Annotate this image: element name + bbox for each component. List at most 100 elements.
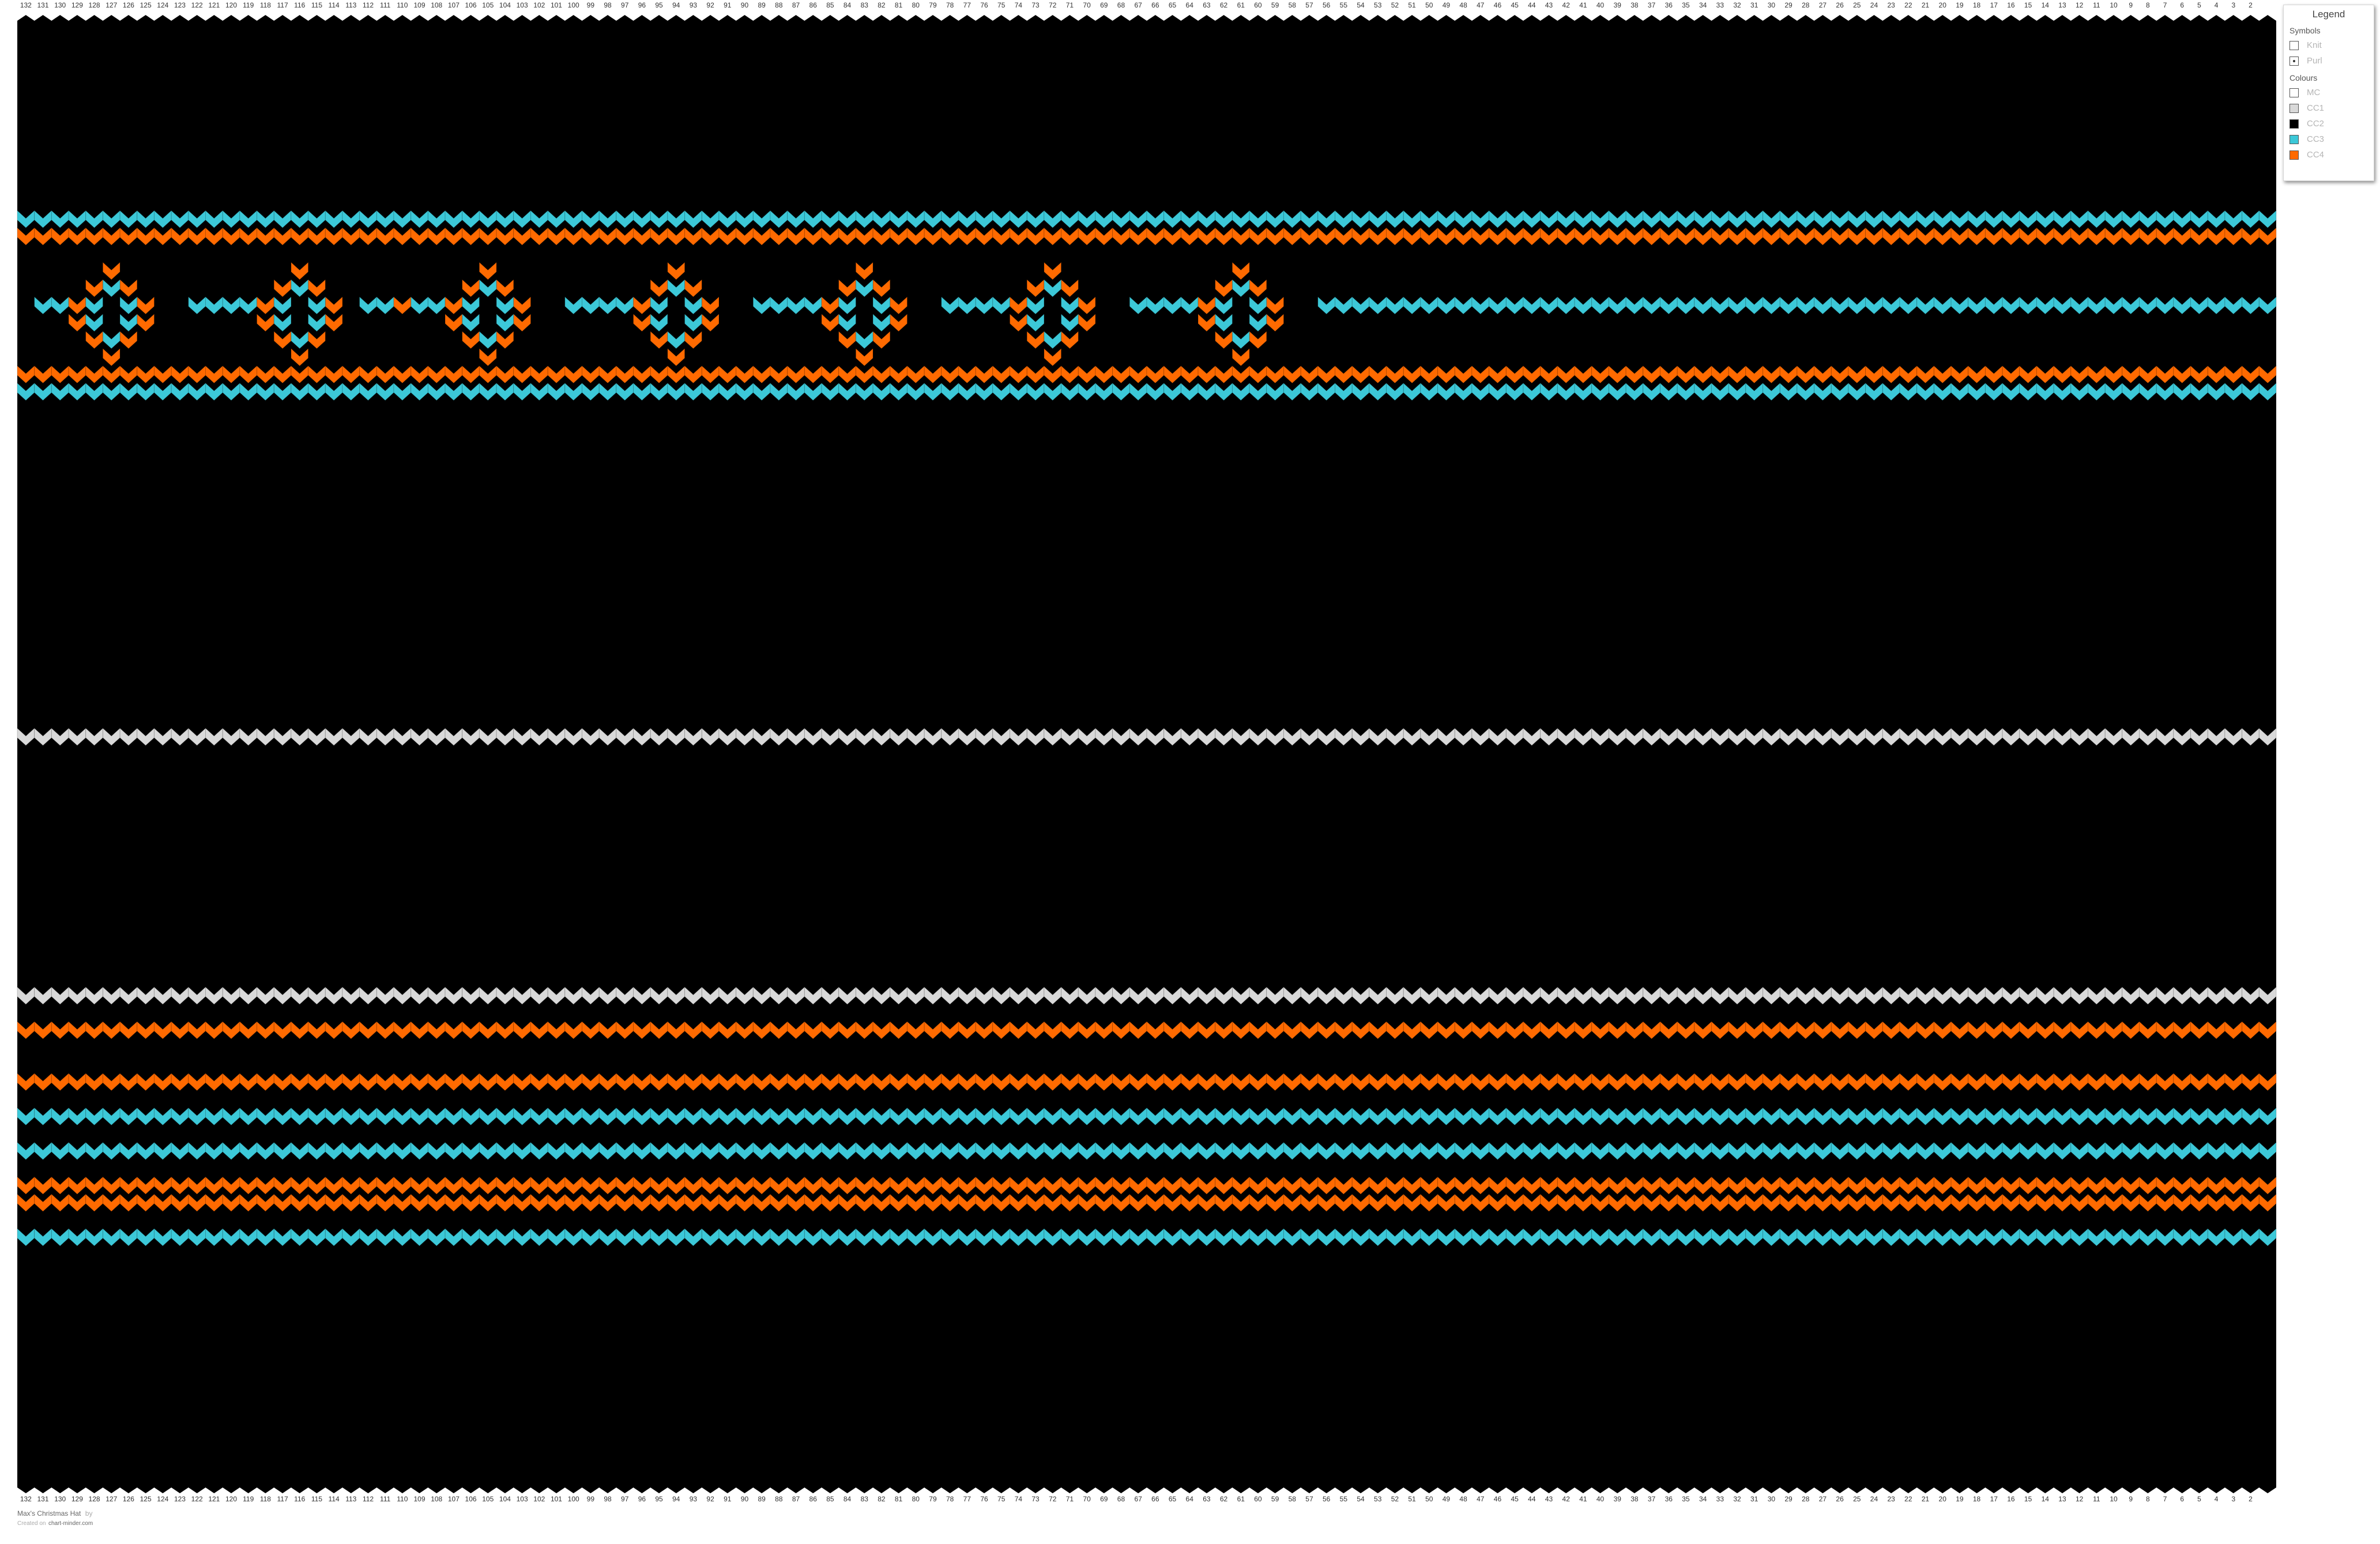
column-number-bottom: 64 <box>1186 1495 1194 1503</box>
column-number-top: 116 <box>294 1 305 9</box>
diamond-motif-stitch <box>119 313 138 332</box>
legend-colour-label: CC2 <box>2307 119 2325 129</box>
column-number-bottom: 96 <box>638 1495 646 1503</box>
legend-symbol-purl: Purl <box>2289 53 2368 69</box>
diamond-motif-stitch <box>1232 330 1250 349</box>
column-number-top: 49 <box>1443 1 1451 9</box>
band-stitch <box>2258 1107 2277 1126</box>
column-number-bottom: 53 <box>1374 1495 1382 1503</box>
column-number-bottom: 57 <box>1305 1495 1313 1503</box>
column-number-top: 17 <box>1990 1 1998 9</box>
column-number-bottom: 97 <box>621 1495 629 1503</box>
column-number-bottom: 121 <box>208 1495 220 1503</box>
column-number-top: 91 <box>724 1 732 9</box>
column-number-bottom: 84 <box>843 1495 852 1503</box>
column-number-top: 68 <box>1117 1 1125 9</box>
diamond-motif-stitch <box>273 296 292 315</box>
column-number-top: 98 <box>604 1 612 9</box>
column-number-top: 99 <box>587 1 595 9</box>
column-number-bottom: 86 <box>809 1495 818 1503</box>
legend-symbol-label: Knit <box>2307 40 2322 50</box>
diamond-motif-stitch <box>291 348 309 367</box>
column-number-bottom: 6 <box>2180 1495 2184 1503</box>
column-number-top: 33 <box>1716 1 1724 9</box>
diamond-motif-stitch <box>872 296 891 315</box>
column-number-top: 42 <box>1562 1 1571 9</box>
column-number-top: 20 <box>1939 1 1947 9</box>
column-number-bottom: 30 <box>1768 1495 1776 1503</box>
column-number-bottom: 10 <box>2110 1495 2118 1503</box>
column-number-top: 43 <box>1545 1 1553 9</box>
column-number-top: 96 <box>638 1 646 9</box>
column-number-bottom: 33 <box>1716 1495 1724 1503</box>
column-number-bottom: 62 <box>1220 1495 1228 1503</box>
diamond-motif-stitch <box>855 261 873 280</box>
column-number-bottom: 132 <box>20 1495 32 1503</box>
column-number-bottom: 63 <box>1203 1495 1211 1503</box>
column-number-top: 59 <box>1271 1 1279 9</box>
footer-site-link[interactable]: chart-minder.com <box>48 1520 93 1527</box>
diamond-motif-stitch <box>1044 278 1062 297</box>
column-number-top: 27 <box>1819 1 1827 9</box>
column-number-bottom: 42 <box>1562 1495 1571 1503</box>
column-number-bottom: 35 <box>1682 1495 1690 1503</box>
column-number-top: 123 <box>174 1 186 9</box>
column-number-top: 56 <box>1323 1 1331 9</box>
column-number-bottom: 110 <box>397 1495 408 1503</box>
diamond-motif-stitch <box>291 278 309 297</box>
column-number-bottom: 13 <box>2058 1495 2066 1503</box>
column-number-bottom: 5 <box>2197 1495 2201 1503</box>
column-number-top: 82 <box>878 1 886 9</box>
column-number-bottom: 48 <box>1459 1495 1467 1503</box>
diamond-motif-stitch <box>855 348 873 367</box>
column-number-bottom: 22 <box>1904 1495 1912 1503</box>
column-number-top: 66 <box>1151 1 1159 9</box>
column-number-bottom: 29 <box>1784 1495 1792 1503</box>
column-number-bottom: 47 <box>1477 1495 1485 1503</box>
column-number-top: 109 <box>414 1 425 9</box>
column-number-top: 131 <box>37 1 49 9</box>
column-number-bottom: 12 <box>2076 1495 2084 1503</box>
column-number-top: 31 <box>1750 1 1758 9</box>
diamond-motif-stitch <box>1044 348 1062 367</box>
column-number-top: 37 <box>1648 1 1656 9</box>
column-number-top: 70 <box>1083 1 1091 9</box>
column-number-top: 3 <box>2231 1 2235 9</box>
column-number-bottom: 8 <box>2146 1495 2150 1503</box>
column-number-bottom: 46 <box>1494 1495 1502 1503</box>
column-number-bottom: 66 <box>1151 1495 1159 1503</box>
column-number-bottom: 103 <box>517 1495 528 1503</box>
column-number-top: 97 <box>621 1 629 9</box>
column-number-bottom: 130 <box>54 1495 66 1503</box>
column-number-top: 55 <box>1340 1 1348 9</box>
column-number-bottom: 107 <box>448 1495 460 1503</box>
column-number-bottom: 85 <box>826 1495 834 1503</box>
diamond-motif-stitch <box>308 296 326 315</box>
diamond-motif-stitch <box>85 313 103 332</box>
column-number-bottom: 124 <box>157 1495 168 1503</box>
diamond-motif-stitch <box>496 313 514 332</box>
diamond-motif-stitch <box>872 313 891 332</box>
column-number-top: 58 <box>1289 1 1297 9</box>
column-number-bottom: 19 <box>1956 1495 1964 1503</box>
column-number-top: 65 <box>1169 1 1177 9</box>
column-number-bottom: 119 <box>243 1495 254 1503</box>
column-number-bottom: 24 <box>1870 1495 1878 1503</box>
column-number-top: 79 <box>929 1 937 9</box>
colour-swatch <box>2289 103 2299 113</box>
column-number-top: 85 <box>826 1 834 9</box>
column-number-bottom: 118 <box>260 1495 271 1503</box>
column-number-bottom: 44 <box>1528 1495 1536 1503</box>
column-number-bottom: 37 <box>1648 1495 1656 1503</box>
column-number-bottom: 58 <box>1289 1495 1297 1503</box>
diamond-motif-stitch <box>462 313 480 332</box>
column-number-top: 36 <box>1665 1 1673 9</box>
colour-swatch <box>2289 150 2299 160</box>
diamond-motif-stitch <box>1249 313 1267 332</box>
column-number-bottom: 75 <box>997 1495 1006 1503</box>
column-number-top: 50 <box>1425 1 1433 9</box>
column-number-bottom: 98 <box>604 1495 612 1503</box>
legend-colour-label: CC3 <box>2307 134 2325 144</box>
column-number-bottom: 43 <box>1545 1495 1553 1503</box>
diamond-motif-stitch <box>102 348 120 367</box>
